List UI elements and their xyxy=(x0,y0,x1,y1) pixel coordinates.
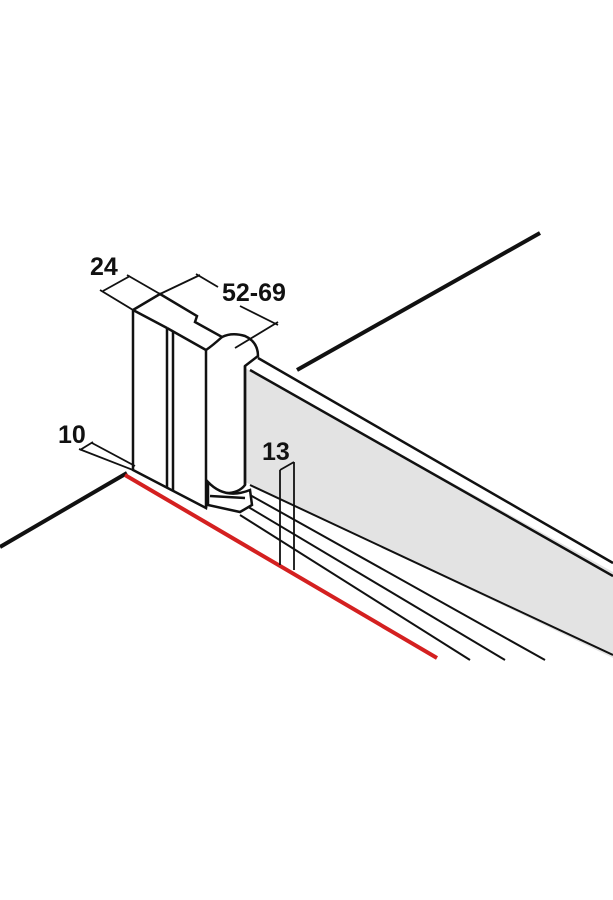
floor-marker-red xyxy=(123,473,439,660)
dimension-13 xyxy=(279,461,295,570)
dimension-label-10: 10 xyxy=(58,421,86,449)
dimension-10 xyxy=(78,441,136,471)
dimension-label-13: 13 xyxy=(262,438,290,466)
glass-top-edge-inner xyxy=(249,368,613,578)
dimension-52-69 xyxy=(159,273,279,349)
glass-top-edge xyxy=(257,356,613,565)
wall-profile xyxy=(131,292,260,514)
back-wall-line xyxy=(296,231,541,372)
glass-panel xyxy=(245,368,613,658)
dimension-label-24: 24 xyxy=(90,253,118,281)
side-wall-line xyxy=(0,471,129,549)
dimension-label-52-69: 52-69 xyxy=(222,279,286,307)
floor-rails xyxy=(239,484,613,661)
dimension-24 xyxy=(99,274,161,311)
